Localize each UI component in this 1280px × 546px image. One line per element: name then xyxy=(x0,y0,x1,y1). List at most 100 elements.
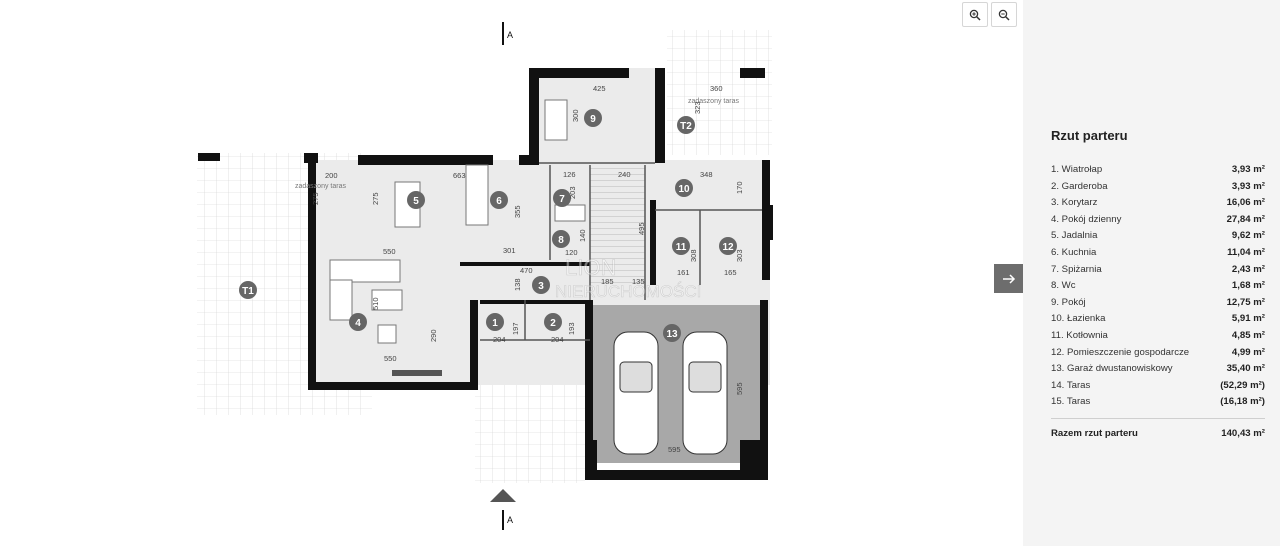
dim-label: 303 xyxy=(735,249,744,262)
room-area: 4,85 m² xyxy=(1231,329,1265,341)
room-area: 3,93 m² xyxy=(1231,164,1265,175)
room-area: 35,40 m² xyxy=(1226,363,1265,375)
room-name: 10. Łazienka xyxy=(1051,313,1106,325)
zoom-out-icon xyxy=(998,9,1010,21)
partitions xyxy=(480,162,762,341)
dim-label: 275 xyxy=(311,192,320,205)
dim-label: 200 xyxy=(325,171,338,180)
room-name: 8. Wc xyxy=(1051,280,1076,292)
svg-text:1: 1 xyxy=(492,318,498,329)
dim-label: 348 xyxy=(700,170,713,179)
terrace-label-left: zadaszony taras xyxy=(295,183,346,190)
entrance-steps xyxy=(475,385,585,483)
svg-text:3: 3 xyxy=(538,281,544,292)
dim-label: 425 xyxy=(593,84,606,93)
room-row: 8. Wc 1,68 m² xyxy=(1051,278,1265,295)
dim-label: 197 xyxy=(511,322,520,335)
room-list-panel: Rzut parteru 1. Wiatrołap 3,93 m² 2. Garde… xyxy=(1023,0,1280,546)
room-area: 1,68 m² xyxy=(1231,280,1265,292)
next-image-button[interactable] xyxy=(994,264,1023,293)
room-name: 9. Pokój xyxy=(1051,296,1086,308)
dim-label: 126 xyxy=(563,170,576,179)
terrace-top xyxy=(667,30,772,155)
dim-label: 355 xyxy=(513,205,522,218)
dim-label: 185 xyxy=(601,277,614,286)
zoom-in-button[interactable] xyxy=(962,2,988,27)
section-label-bottom: A xyxy=(507,515,513,525)
room-area: 4,99 m² xyxy=(1231,346,1265,358)
room-name: 14. Taras xyxy=(1051,379,1091,391)
room-name: 15. Taras xyxy=(1051,396,1091,408)
dim-label: 193 xyxy=(567,322,576,335)
watermark-line1: LION xyxy=(565,255,616,280)
dim-label: 470 xyxy=(520,266,533,275)
svg-text:8: 8 xyxy=(558,235,564,246)
room-row: 11. Kotłownia 4,85 m² xyxy=(1051,328,1265,345)
dim-label: 120 xyxy=(565,248,578,257)
svg-text:6: 6 xyxy=(496,196,502,207)
room-name: 5. Jadalnia xyxy=(1051,230,1098,242)
panel-title: Rzut parteru xyxy=(1051,128,1128,143)
room-marker-8: 8 xyxy=(552,230,570,248)
dim-label: 663 xyxy=(453,171,466,180)
dim-label: 140 xyxy=(578,229,587,242)
terrace-tag-t2-label: T2 xyxy=(680,121,692,132)
dim-label: 510 xyxy=(371,297,380,310)
room-name: 2. Garderoba xyxy=(1051,180,1108,192)
room-area: 9,62 m² xyxy=(1231,230,1265,242)
arrow-right-icon xyxy=(1002,273,1015,284)
svg-text:13: 13 xyxy=(666,329,678,340)
terrace-tag-t2: T2 xyxy=(677,116,695,134)
svg-text:10: 10 xyxy=(678,184,690,195)
staircase xyxy=(590,165,645,285)
room-marker-9: 9 xyxy=(584,109,602,127)
room-area: 11,04 m² xyxy=(1227,246,1265,258)
total-value: 140,43 m² xyxy=(1221,428,1265,439)
room-marker-11: 11 xyxy=(672,237,690,255)
zoom-out-button[interactable] xyxy=(991,2,1017,27)
dim-label: 301 xyxy=(503,246,516,255)
room-area: (16,18 m²) xyxy=(1220,396,1265,408)
section-marker-bottom: A xyxy=(490,489,516,530)
dim-label: 165 xyxy=(724,268,737,277)
dim-label: 161 xyxy=(677,268,690,277)
dim-label: 203 xyxy=(568,186,577,199)
svg-text:7: 7 xyxy=(559,194,565,205)
room-marker-1: 1 xyxy=(486,313,504,331)
room-name: 12. Pomieszczenie gospodarcze xyxy=(1051,346,1190,358)
section-label-top: A xyxy=(507,30,513,40)
divider xyxy=(1051,418,1265,419)
room-row: 3. Korytarz 16,06 m² xyxy=(1051,195,1265,212)
terrace-label-top: zadaszony taras xyxy=(688,98,739,105)
svg-text:2: 2 xyxy=(550,318,556,329)
room-name: 11. Kotłownia xyxy=(1051,329,1108,341)
dim-label: 550 xyxy=(383,247,396,256)
room-marker-13: 13 xyxy=(663,324,681,342)
room-marker-3: 3 xyxy=(532,276,550,294)
room-row: 1. Wiatrołap 3,93 m² xyxy=(1051,162,1265,179)
room-name: 1. Wiatrołap xyxy=(1051,164,1103,175)
walls xyxy=(198,68,773,480)
dim-label: 204 xyxy=(551,335,564,344)
room-marker-4: 4 xyxy=(349,313,367,331)
dim-label: 595 xyxy=(668,445,681,454)
floor-plan-drawing: A A zadaszony taras zadaszony taras T1 T… xyxy=(197,22,773,530)
room-marker-7: 7 xyxy=(553,189,571,207)
svg-text:5: 5 xyxy=(413,196,419,207)
room-area: 16,06 m² xyxy=(1226,197,1265,209)
room-area: 27,84 m² xyxy=(1226,213,1265,225)
dim-label: 300 xyxy=(571,109,580,122)
room-marker-10: 10 xyxy=(675,179,693,197)
floor-plan-viewer: A A zadaszony taras zadaszony taras T1 T… xyxy=(197,2,1017,530)
interior-floor-east xyxy=(655,160,770,280)
room-name: 3. Korytarz xyxy=(1051,197,1098,209)
svg-text:11: 11 xyxy=(676,242,687,253)
furniture xyxy=(329,99,586,376)
room-name: 4. Pokój dzienny xyxy=(1051,213,1122,225)
room-area: 2,43 m² xyxy=(1231,263,1265,275)
